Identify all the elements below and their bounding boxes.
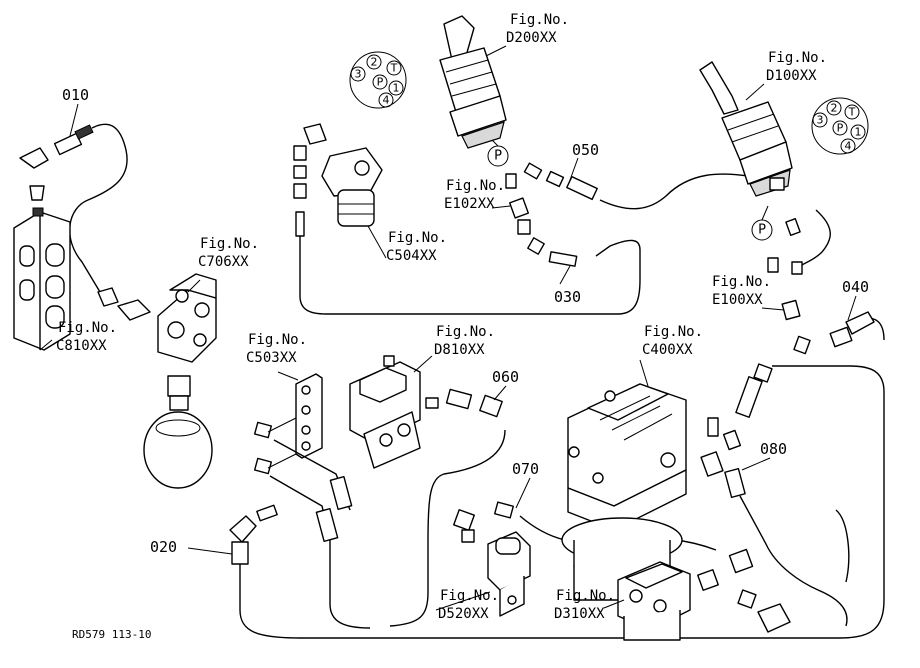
leader-lines <box>39 45 857 611</box>
svg-text:E100XX: E100XX <box>712 292 763 308</box>
svg-text:Fig.No.: Fig.No. <box>644 324 703 340</box>
svg-text:C400XX: C400XX <box>642 342 693 358</box>
c504-filter <box>293 123 383 237</box>
port-left-1: 1 <box>393 82 400 95</box>
part-label-040: 040 <box>842 278 869 296</box>
svg-text:D310XX: D310XX <box>554 606 605 622</box>
c706-solenoid-valve <box>97 273 217 363</box>
c810-valve-block <box>13 147 71 351</box>
fitting-080 <box>700 363 773 499</box>
svg-text:C810XX: C810XX <box>56 338 107 354</box>
port-left-4: 4 <box>383 94 390 107</box>
accumulator <box>143 375 213 489</box>
hose-010 <box>69 123 128 293</box>
port-diagram-right: 2 3 T P 1 4 <box>811 97 869 155</box>
svg-text:C504XX: C504XX <box>386 248 437 264</box>
fig-label-c810: Fig.No. C810XX <box>56 320 117 354</box>
svg-text:D810XX: D810XX <box>434 342 485 358</box>
part-label-070: 070 <box>512 460 539 478</box>
svg-text:Fig.No.: Fig.No. <box>58 320 117 336</box>
fig-label-c503: Fig.No. C503XX <box>246 332 307 366</box>
part-label-020: 020 <box>150 538 177 556</box>
port-right-4: 4 <box>845 140 852 153</box>
svg-text:D200XX: D200XX <box>506 30 557 46</box>
fitting-050 <box>545 170 598 201</box>
svg-text:Fig.No.: Fig.No. <box>248 332 307 348</box>
fig-label-d520: Fig.No. D520XX <box>438 588 499 622</box>
svg-text:Fig.No.: Fig.No. <box>440 588 499 604</box>
port-left-2: 2 <box>371 56 378 69</box>
svg-text:E102XX: E102XX <box>444 196 495 212</box>
svg-text:Fig.No.: Fig.No. <box>388 230 447 246</box>
fig-label-c400: Fig.No. C400XX <box>642 324 703 358</box>
d310-valve <box>617 548 791 641</box>
hose-050 <box>599 173 749 210</box>
fig-label-c504: Fig.No. C504XX <box>386 230 447 264</box>
svg-text:D520XX: D520XX <box>438 606 489 622</box>
part-label-080: 080 <box>760 440 787 458</box>
hose-c504-030 <box>299 232 641 315</box>
fig-label-d100: Fig.No. D100XX <box>766 50 827 84</box>
c400-swing-motor <box>561 383 687 601</box>
c503-manifold <box>253 373 351 541</box>
part-label-010: 010 <box>62 86 89 104</box>
port-right-1: 1 <box>855 126 862 139</box>
svg-text:Fig.No.: Fig.No. <box>510 12 569 28</box>
svg-text:Fig.No.: Fig.No. <box>436 324 495 340</box>
fig-label-e102: Fig.No. E102XX <box>444 178 505 212</box>
fig-label-d810: Fig.No. D810XX <box>434 324 495 358</box>
hose-020-b <box>329 540 371 629</box>
e102-fittings <box>505 162 578 267</box>
hose-060 <box>389 429 506 627</box>
svg-text:C706XX: C706XX <box>198 254 249 270</box>
hose-040 <box>797 209 831 269</box>
d810-travel-valve <box>349 355 503 469</box>
drawing-code: RD579 113-10 <box>72 628 151 641</box>
port-right-p: P <box>837 122 844 135</box>
d520-bracket <box>453 501 531 617</box>
fitting-020 <box>229 475 353 565</box>
svg-text:C503XX: C503XX <box>246 350 297 366</box>
pressure-mark-upper: P <box>487 139 509 167</box>
fig-label-c706: Fig.No. C706XX <box>198 236 259 270</box>
hose-080-b <box>835 509 850 583</box>
port-right-t: T <box>848 106 856 119</box>
e100-fittings <box>767 218 811 355</box>
svg-text:D100XX: D100XX <box>766 68 817 84</box>
part-label-030: 030 <box>554 288 581 306</box>
port-left-t: T <box>390 62 398 75</box>
part-label-050: 050 <box>572 141 599 159</box>
hose-080 <box>739 495 848 627</box>
hose-020 <box>239 365 885 639</box>
svg-text:P: P <box>758 223 766 238</box>
svg-text:P: P <box>494 149 502 164</box>
port-diagram-left: 2 3 T P 1 4 <box>349 51 407 109</box>
fig-label-d200: Fig.No. D200XX <box>506 12 569 46</box>
fitting-010 <box>53 124 94 156</box>
fig-label-e100: Fig.No. E100XX <box>712 274 771 308</box>
fig-label-d310: Fig.No. D310XX <box>554 588 615 622</box>
port-left-3: 3 <box>355 68 362 81</box>
svg-text:Fig.No.: Fig.No. <box>200 236 259 252</box>
pressure-mark-lower: P <box>751 205 773 241</box>
d200-pilot-joystick <box>439 15 507 149</box>
fitting-040 <box>829 311 875 348</box>
port-right-2: 2 <box>831 102 838 115</box>
port-right-3: 3 <box>817 114 824 127</box>
part-label-060: 060 <box>492 368 519 386</box>
svg-text:Fig.No.: Fig.No. <box>712 274 771 290</box>
svg-text:Fig.No.: Fig.No. <box>768 50 827 66</box>
port-left-p: P <box>377 76 384 89</box>
svg-text:Fig.No.: Fig.No. <box>556 588 615 604</box>
d100-pilot-joystick <box>699 61 793 197</box>
svg-text:Fig.No.: Fig.No. <box>446 178 505 194</box>
